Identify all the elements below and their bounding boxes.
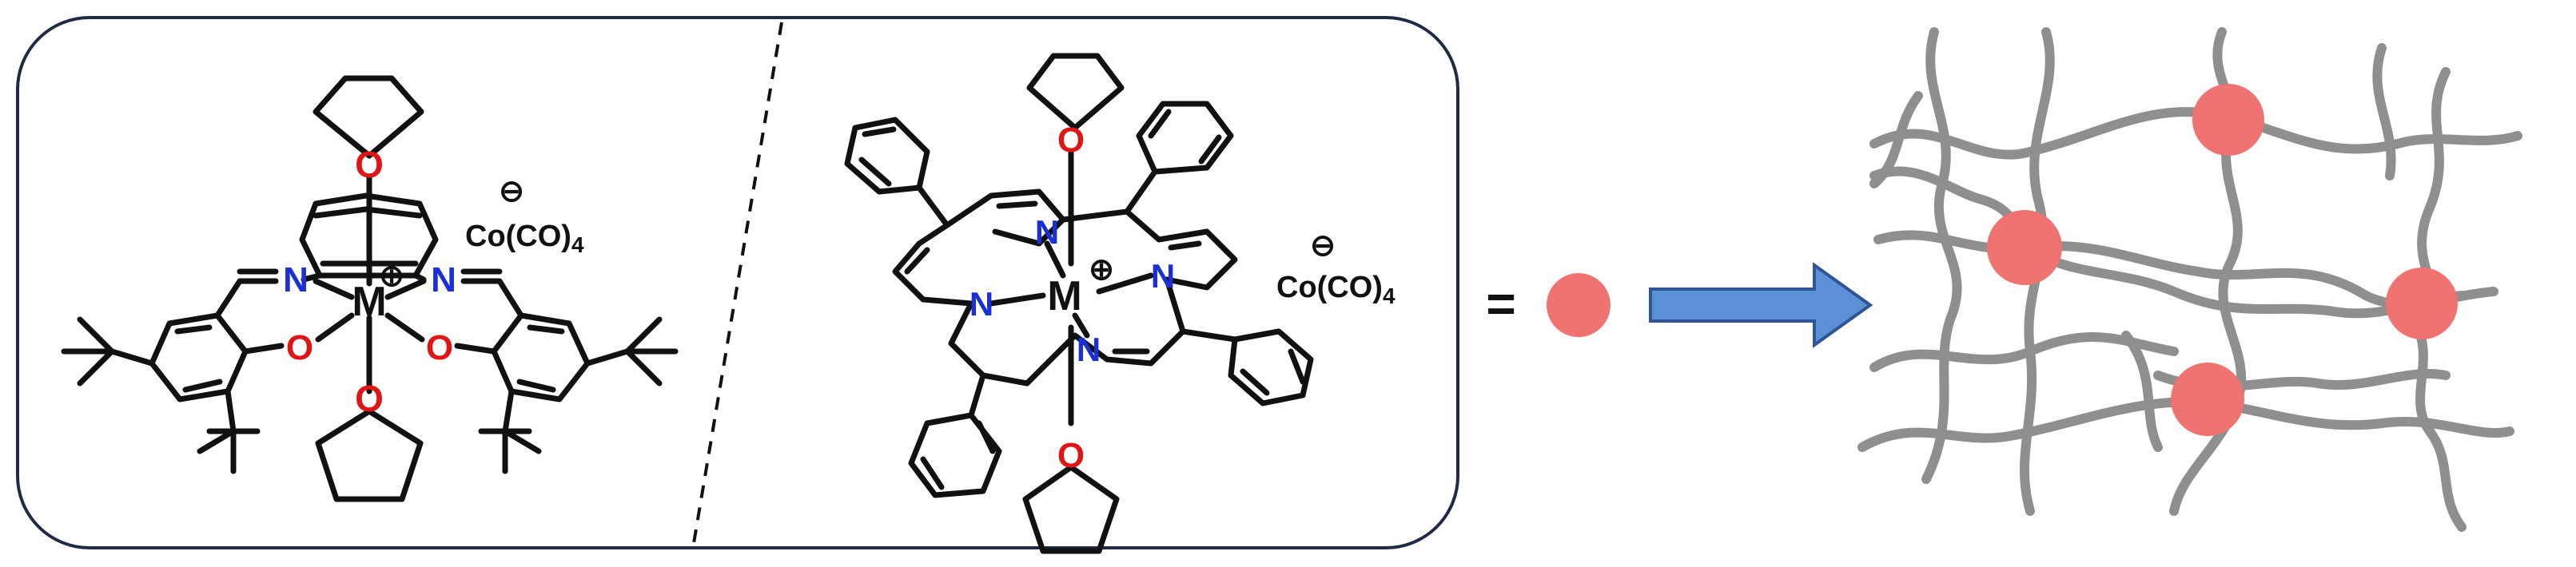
network-node [2192, 84, 2264, 156]
salen-thf-top-ring [313, 75, 424, 159]
porphyrin-phenyl-top-right [1136, 101, 1234, 175]
network-strand [1921, 27, 1962, 484]
salen-anion: Co(CO)4 [465, 220, 584, 257]
porphyrin-thf-bottom-oxygen: O [1057, 436, 1085, 475]
network-strand [2409, 315, 2467, 532]
salen-left-oxygen: O [286, 328, 313, 367]
catalyst-panel [16, 16, 1459, 549]
porphyrin-thf-top-ring [1026, 53, 1125, 131]
salen-right-oxygen: O [426, 328, 453, 367]
porphyrin-anion: Co(CO)4 [1276, 271, 1395, 308]
porphyrin-cation-charge: ⊕ [1089, 253, 1114, 287]
network-node [2171, 363, 2244, 436]
porphyrin-thf-top-oxygen: O [1057, 121, 1085, 160]
salen-anion-subscript: 4 [571, 232, 584, 257]
porphyrin-metal-center: M [1047, 273, 1081, 319]
porphyrin-phenyl-bottom-right [1228, 328, 1314, 406]
network-strand [1869, 91, 1923, 188]
salen-left-nitrogen: N [283, 260, 309, 299]
network-node [1987, 210, 2062, 285]
network-strand [2372, 43, 2396, 180]
salen-anion-charge: ⊖ [499, 175, 524, 208]
salen-complex [61, 75, 679, 502]
equals-sign: = [1486, 275, 1515, 332]
porphyrin-right-nitrogen: N [1151, 257, 1175, 295]
porphyrin-complex [844, 53, 1314, 554]
porphyrin-phenyl-top-left [844, 117, 930, 195]
salen-thf-bottom-oxygen: O [355, 378, 384, 419]
polymer-network [1857, 27, 2522, 532]
porphyrin-left-nitrogen: N [969, 285, 993, 323]
porphyrin-anion-charge: ⊖ [1310, 229, 1336, 263]
porphyrin-thf-bottom-ring [1022, 464, 1120, 554]
catalyst-dot-icon [1547, 273, 1610, 337]
network-node [2386, 268, 2458, 339]
salen-bridge-ring [299, 192, 439, 279]
network-strand [2121, 331, 2163, 452]
salen-metal-center: M [352, 279, 386, 325]
porphyrin-anion-subscript: 4 [1383, 284, 1395, 308]
salen-right-nitrogen: N [431, 260, 456, 299]
porphyrin-macrocycle [892, 188, 1238, 387]
salen-thf-top-oxygen: O [355, 144, 384, 185]
porphyrin-top-nitrogen: N [1035, 213, 1059, 251]
porphyrin-bottom-nitrogen: N [1077, 331, 1101, 368]
porphyrin-phenyl-bottom-left [908, 412, 1002, 498]
salen-cation-charge: ⊕ [379, 260, 404, 293]
panel-divider [692, 22, 783, 544]
salen-thf-bottom-ring [315, 408, 424, 502]
right-arrow-icon [1649, 262, 1873, 348]
